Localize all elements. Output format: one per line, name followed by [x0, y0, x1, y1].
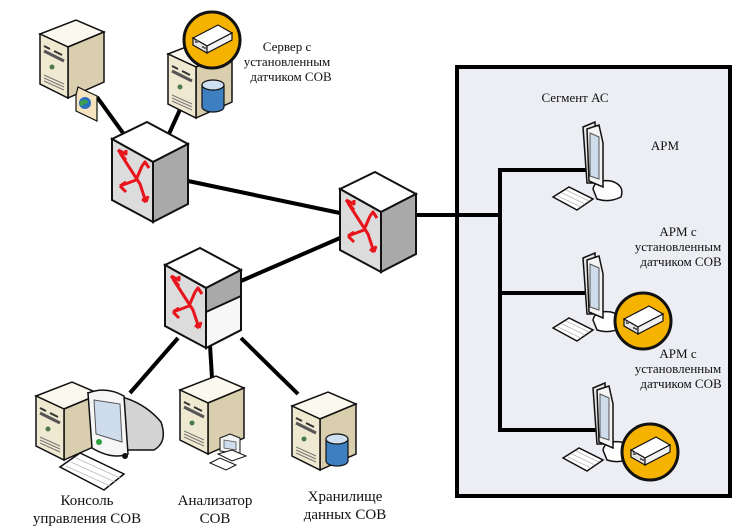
link-switch3-switch2: [240, 236, 341, 283]
switch-3[interactable]: [163, 246, 243, 350]
label-line: датчиком СОВ: [250, 69, 332, 84]
label-line: АРМ с: [659, 346, 697, 361]
label-storage: Хранилище данных СОВ: [290, 488, 400, 524]
link-switch3-storage: [239, 336, 300, 396]
label-line: Сервер с: [262, 39, 312, 54]
pc-icon: [208, 433, 248, 471]
database-icon: [201, 79, 225, 113]
link-switch3-console: [128, 336, 180, 395]
label-line: АРМ с: [659, 224, 697, 239]
link-webserver-switch1: [95, 95, 125, 135]
label-line: данных СОВ: [303, 507, 387, 523]
link-switch1-switch2: [187, 179, 341, 215]
label-line: Анализатор: [177, 493, 253, 509]
switch-2[interactable]: [338, 170, 418, 274]
label-line: датчиком СОВ: [640, 376, 722, 391]
console-server[interactable]: [34, 380, 165, 491]
storage-server[interactable]: [290, 390, 358, 472]
web-document-icon: [75, 86, 98, 122]
label-analyzer: Анализатор СОВ: [165, 492, 265, 528]
link-switch3-analyzer: [208, 344, 214, 379]
console-monitor-icon: [58, 389, 165, 491]
label-sensor-server: Сервер с установленным датчиком СОВ: [232, 39, 342, 84]
web-server[interactable]: [38, 18, 106, 122]
label-line: датчиком СОВ: [640, 254, 722, 269]
sensor-icon: [613, 291, 673, 351]
label-console: Консоль управления СОВ: [22, 492, 152, 528]
database-icon: [325, 433, 349, 467]
label-segment: Сегмент АС: [541, 90, 609, 105]
label-arm-sensor-2: АРМ с установленным датчиком СОВ: [628, 346, 728, 391]
analyzer-server[interactable]: [178, 374, 248, 471]
link-bus: [498, 168, 596, 432]
sensor-icon: [620, 422, 680, 482]
label-arm: АРМ: [650, 138, 680, 153]
label-line: Консоль: [60, 493, 114, 509]
label-line: установленным: [243, 54, 331, 69]
label-line: установленным: [634, 361, 722, 376]
label-arm-sensor-1: АРМ с установленным датчиком СОВ: [628, 224, 728, 269]
label-line: установленным: [634, 239, 722, 254]
label-line: СОВ: [199, 511, 231, 527]
label-line: управления СОВ: [32, 511, 142, 527]
label-line: Хранилище: [307, 489, 383, 505]
switch-1[interactable]: [110, 120, 190, 224]
